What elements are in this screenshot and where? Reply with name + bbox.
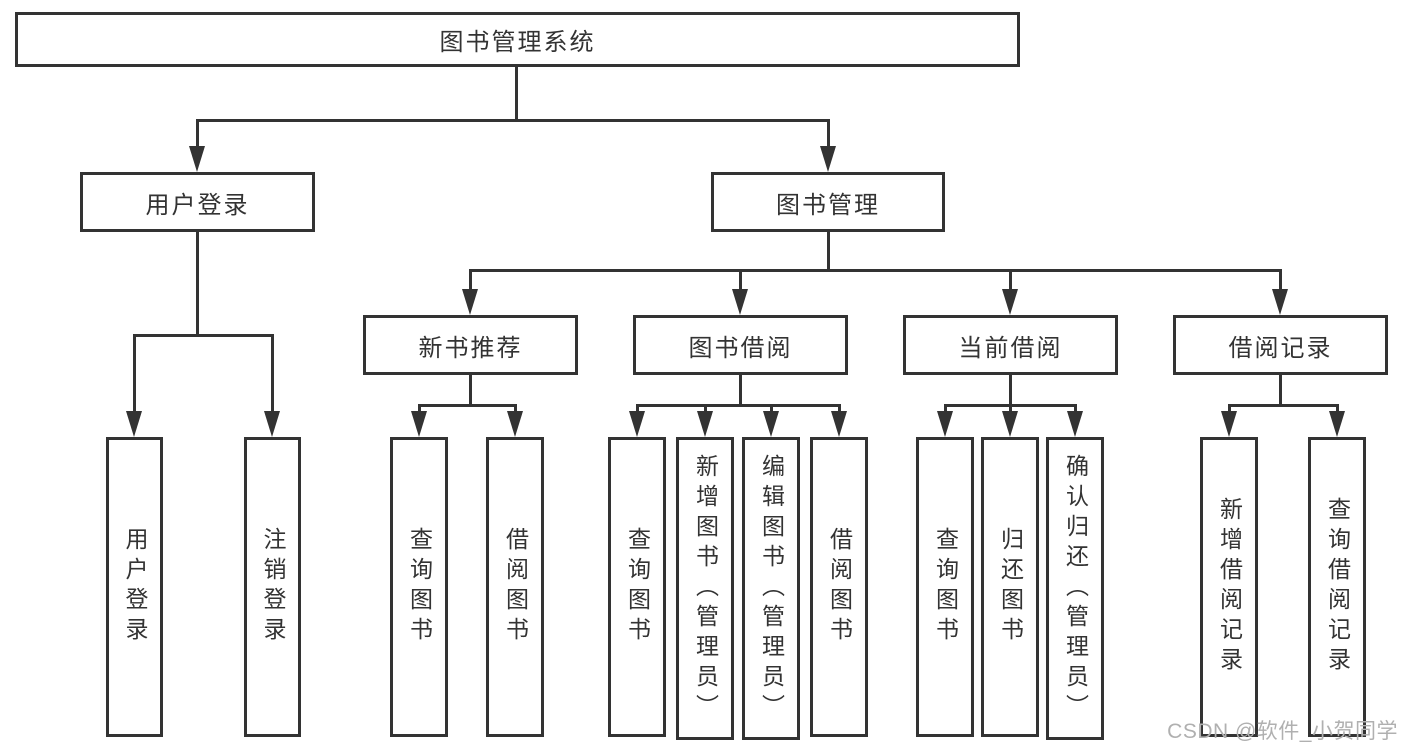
arrow-down-icon: [763, 411, 779, 437]
connector-line: [195, 232, 199, 337]
connector-line: [468, 375, 472, 407]
node-label-return-books: 归还图书: [997, 527, 1024, 647]
arrow-down-icon: [732, 289, 748, 315]
connector-line: [837, 405, 841, 413]
connector-line: [1227, 405, 1231, 413]
node-current-borrowing: 当前借阅: [903, 315, 1118, 375]
arrow-down-icon: [1329, 411, 1345, 437]
node-user-login: 用户登录: [80, 172, 315, 232]
connector-line: [417, 405, 421, 413]
node-query-books-1: 查询图书: [390, 437, 448, 737]
node-book-management: 图书管理: [711, 172, 945, 232]
arrow-down-icon: [462, 289, 478, 315]
node-logout-action: 注销登录: [244, 437, 301, 737]
connector-line: [270, 335, 274, 413]
arrow-down-icon: [411, 411, 427, 437]
connector-line: [1227, 403, 1339, 407]
node-new-book-recommend: 新书推荐: [363, 315, 578, 375]
connector-line: [195, 118, 830, 122]
node-label-new-book-recommend: 新书推荐: [418, 334, 523, 362]
connector-line: [468, 268, 1282, 272]
node-borrowing-records: 借阅记录: [1173, 315, 1388, 375]
node-label-borrow-books-1: 借阅图书: [502, 527, 529, 647]
csdn-watermark: CSDN @软件_小贺同学: [1167, 720, 1398, 743]
connector-line: [1278, 270, 1282, 291]
connector-line: [1073, 405, 1077, 413]
node-label-query-books-1: 查询图书: [406, 527, 433, 647]
arrow-down-icon: [937, 411, 953, 437]
connector-line: [1008, 405, 1012, 413]
arrow-down-icon: [507, 411, 523, 437]
node-user-login-action: 用户登录: [106, 437, 163, 737]
node-query-borrow-record: 查询借阅记录: [1308, 437, 1366, 737]
node-label-query-books-3: 查询图书: [932, 527, 959, 647]
connector-line: [1335, 405, 1339, 413]
node-add-borrow-record: 新增借阅记录: [1200, 437, 1258, 737]
connector-line: [468, 270, 472, 291]
arrow-down-icon: [1221, 411, 1237, 437]
connector-line: [943, 405, 947, 413]
arrow-down-icon: [629, 411, 645, 437]
node-label-book-borrowing: 图书借阅: [688, 334, 793, 362]
connector-line: [1278, 375, 1282, 407]
connector-line: [635, 403, 841, 407]
connector-line: [132, 333, 274, 337]
connector-line: [703, 405, 707, 413]
node-confirm-return-admin: 确认归还（管理员）: [1046, 437, 1104, 740]
connector-line: [738, 375, 742, 407]
arrow-down-icon: [697, 411, 713, 437]
node-label-query-books-2: 查询图书: [624, 527, 651, 647]
arrow-down-icon: [1067, 411, 1083, 437]
connector-line: [132, 335, 136, 413]
node-book-borrowing: 图书借阅: [633, 315, 848, 375]
arrow-down-icon: [1272, 289, 1288, 315]
node-label-add-borrow-record: 新增借阅记录: [1216, 497, 1243, 677]
node-return-books: 归还图书: [981, 437, 1039, 737]
node-label-query-borrow-record: 查询借阅记录: [1324, 497, 1351, 677]
node-label-root: 图书管理系统: [439, 29, 596, 56]
arrow-down-icon: [189, 146, 205, 172]
node-borrow-books-2: 借阅图书: [810, 437, 868, 737]
connector-line: [826, 232, 830, 272]
node-label-user-login-action: 用户登录: [122, 527, 148, 647]
connector-line: [514, 67, 518, 122]
connector-line: [769, 405, 773, 413]
connector-line: [417, 403, 517, 407]
arrow-down-icon: [820, 146, 836, 172]
connector-line: [635, 405, 639, 413]
node-query-books-2: 查询图书: [608, 437, 666, 737]
connector-line: [513, 405, 517, 413]
connector-line: [738, 270, 742, 291]
node-edit-books-admin: 编辑图书（管理员）: [742, 437, 800, 740]
node-root: 图书管理系统: [15, 12, 1020, 67]
node-query-books-3: 查询图书: [916, 437, 974, 737]
node-label-logout-action: 注销登录: [260, 527, 286, 647]
connector-line: [1008, 270, 1012, 291]
node-borrow-books-1: 借阅图书: [486, 437, 544, 737]
arrow-down-icon: [126, 411, 142, 437]
arrow-down-icon: [1002, 411, 1018, 437]
node-label-book-management: 图书管理: [776, 191, 880, 219]
node-label-user-login: 用户登录: [145, 191, 250, 219]
connector-line: [195, 120, 199, 148]
connector-line: [826, 120, 830, 148]
node-label-current-borrowing: 当前借阅: [958, 334, 1063, 362]
node-label-edit-books-admin: 编辑图书（管理员）: [758, 453, 785, 724]
connector-line: [1008, 375, 1012, 407]
node-label-borrow-books-2: 借阅图书: [826, 527, 853, 647]
arrow-down-icon: [1002, 289, 1018, 315]
node-label-add-books-admin: 新增图书（管理员）: [692, 453, 719, 724]
arrow-down-icon: [831, 411, 847, 437]
node-add-books-admin: 新增图书（管理员）: [676, 437, 734, 740]
node-label-confirm-return-admin: 确认归还（管理员）: [1062, 453, 1089, 724]
node-label-borrowing-records: 借阅记录: [1228, 334, 1333, 362]
arrow-down-icon: [264, 411, 280, 437]
